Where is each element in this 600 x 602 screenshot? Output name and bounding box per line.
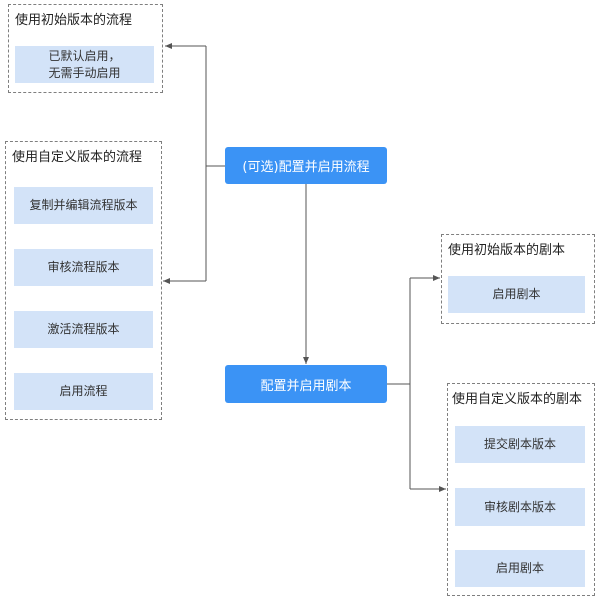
playbook-initial-title: 使用初始版本的剧本: [448, 243, 566, 258]
playbook-main-node: 配置并启用剧本: [225, 365, 387, 403]
playbook-custom-step-review: 审核剧本版本: [455, 488, 585, 526]
workflow-main-node: (可选)配置并启用流程: [225, 147, 387, 184]
playbook-custom-step-submit: 提交剧本版本: [455, 426, 585, 463]
workflow-initial-title: 使用初始版本的流程: [15, 13, 133, 28]
workflow-initial-step-1: 已默认启用， 无需手动启用: [15, 46, 154, 83]
workflow-custom-title: 使用自定义版本的流程: [12, 150, 143, 165]
workflow-custom-step-activate: 激活流程版本: [14, 311, 153, 348]
workflow-custom-step-review: 审核流程版本: [14, 249, 153, 286]
playbook-initial-step-enable: 启用剧本: [448, 276, 585, 313]
workflow-custom-step-enable: 启用流程: [14, 373, 153, 410]
workflow-custom-step-copy-edit: 复制并编辑流程版本: [14, 187, 153, 224]
playbook-custom-step-enable: 启用剧本: [455, 550, 585, 587]
playbook-custom-title: 使用自定义版本的剧本: [452, 392, 583, 407]
